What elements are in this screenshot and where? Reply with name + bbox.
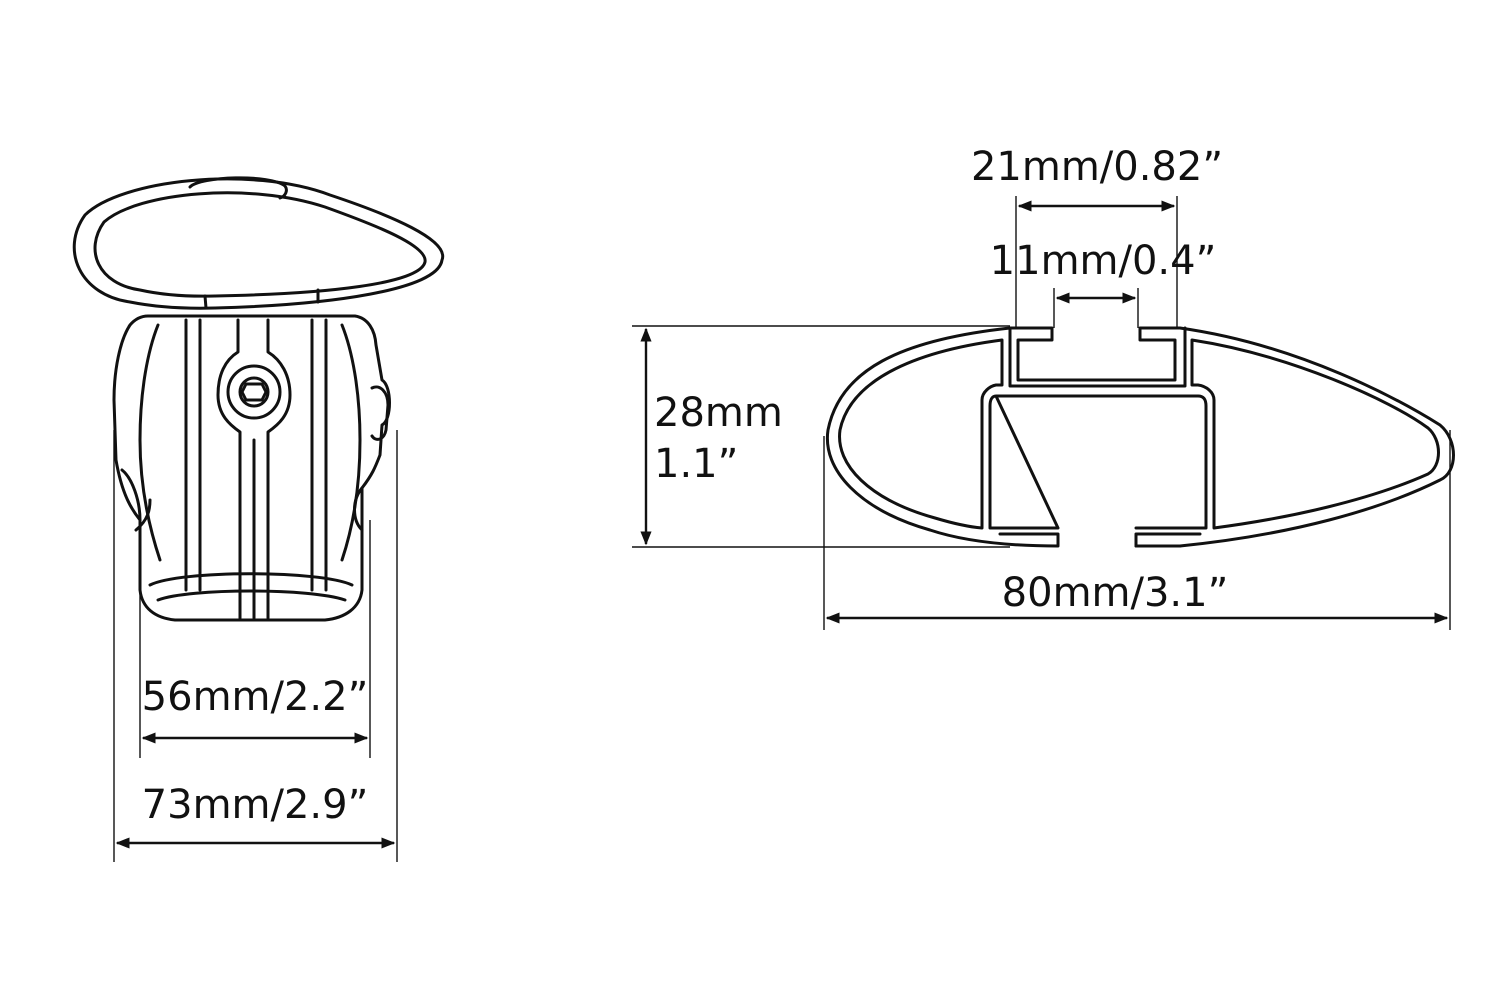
bar-slot-web [1008, 326, 1187, 388]
foot-body-inner-left [138, 323, 162, 562]
height-label-line2: 1.1” [654, 441, 738, 487]
foot-top-cap-pad [188, 176, 288, 200]
outer-width-label: 73mm/2.9” [142, 782, 369, 828]
bar-outer-shell-top [825, 326, 1060, 548]
total-width-label: 80mm/3.1” [1002, 570, 1229, 616]
foot-top-cap-inner [93, 191, 427, 298]
bar-center-chamber [988, 394, 1208, 530]
foot-center-strap [216, 318, 292, 620]
inner-width-label: 56mm/2.2” [142, 674, 369, 720]
slot-width-label: 11mm/0.4” [990, 238, 1217, 284]
foot-left-clip [120, 468, 152, 532]
foot-side-lever [370, 385, 390, 441]
bar-profile [825, 326, 1455, 548]
hex-socket-icon [240, 382, 268, 402]
top-width-label: 21mm/0.82” [971, 144, 1223, 190]
foot-right-clip [353, 486, 364, 532]
cap-seam-left [203, 294, 208, 310]
bolt-head-icon [226, 364, 282, 420]
bar-right-chamber [1190, 338, 1440, 530]
foot-body-inner-right [340, 323, 362, 562]
bolt-socket-icon [238, 376, 270, 408]
bar-left-chamber [838, 338, 1004, 530]
height-label-line1: 28mm [654, 390, 783, 436]
foot-top-cap [72, 177, 445, 310]
foot-side-view [72, 176, 445, 622]
bar-outer-profile [1008, 326, 1455, 548]
foot-base [148, 572, 354, 602]
foot-body-outline [112, 314, 391, 622]
